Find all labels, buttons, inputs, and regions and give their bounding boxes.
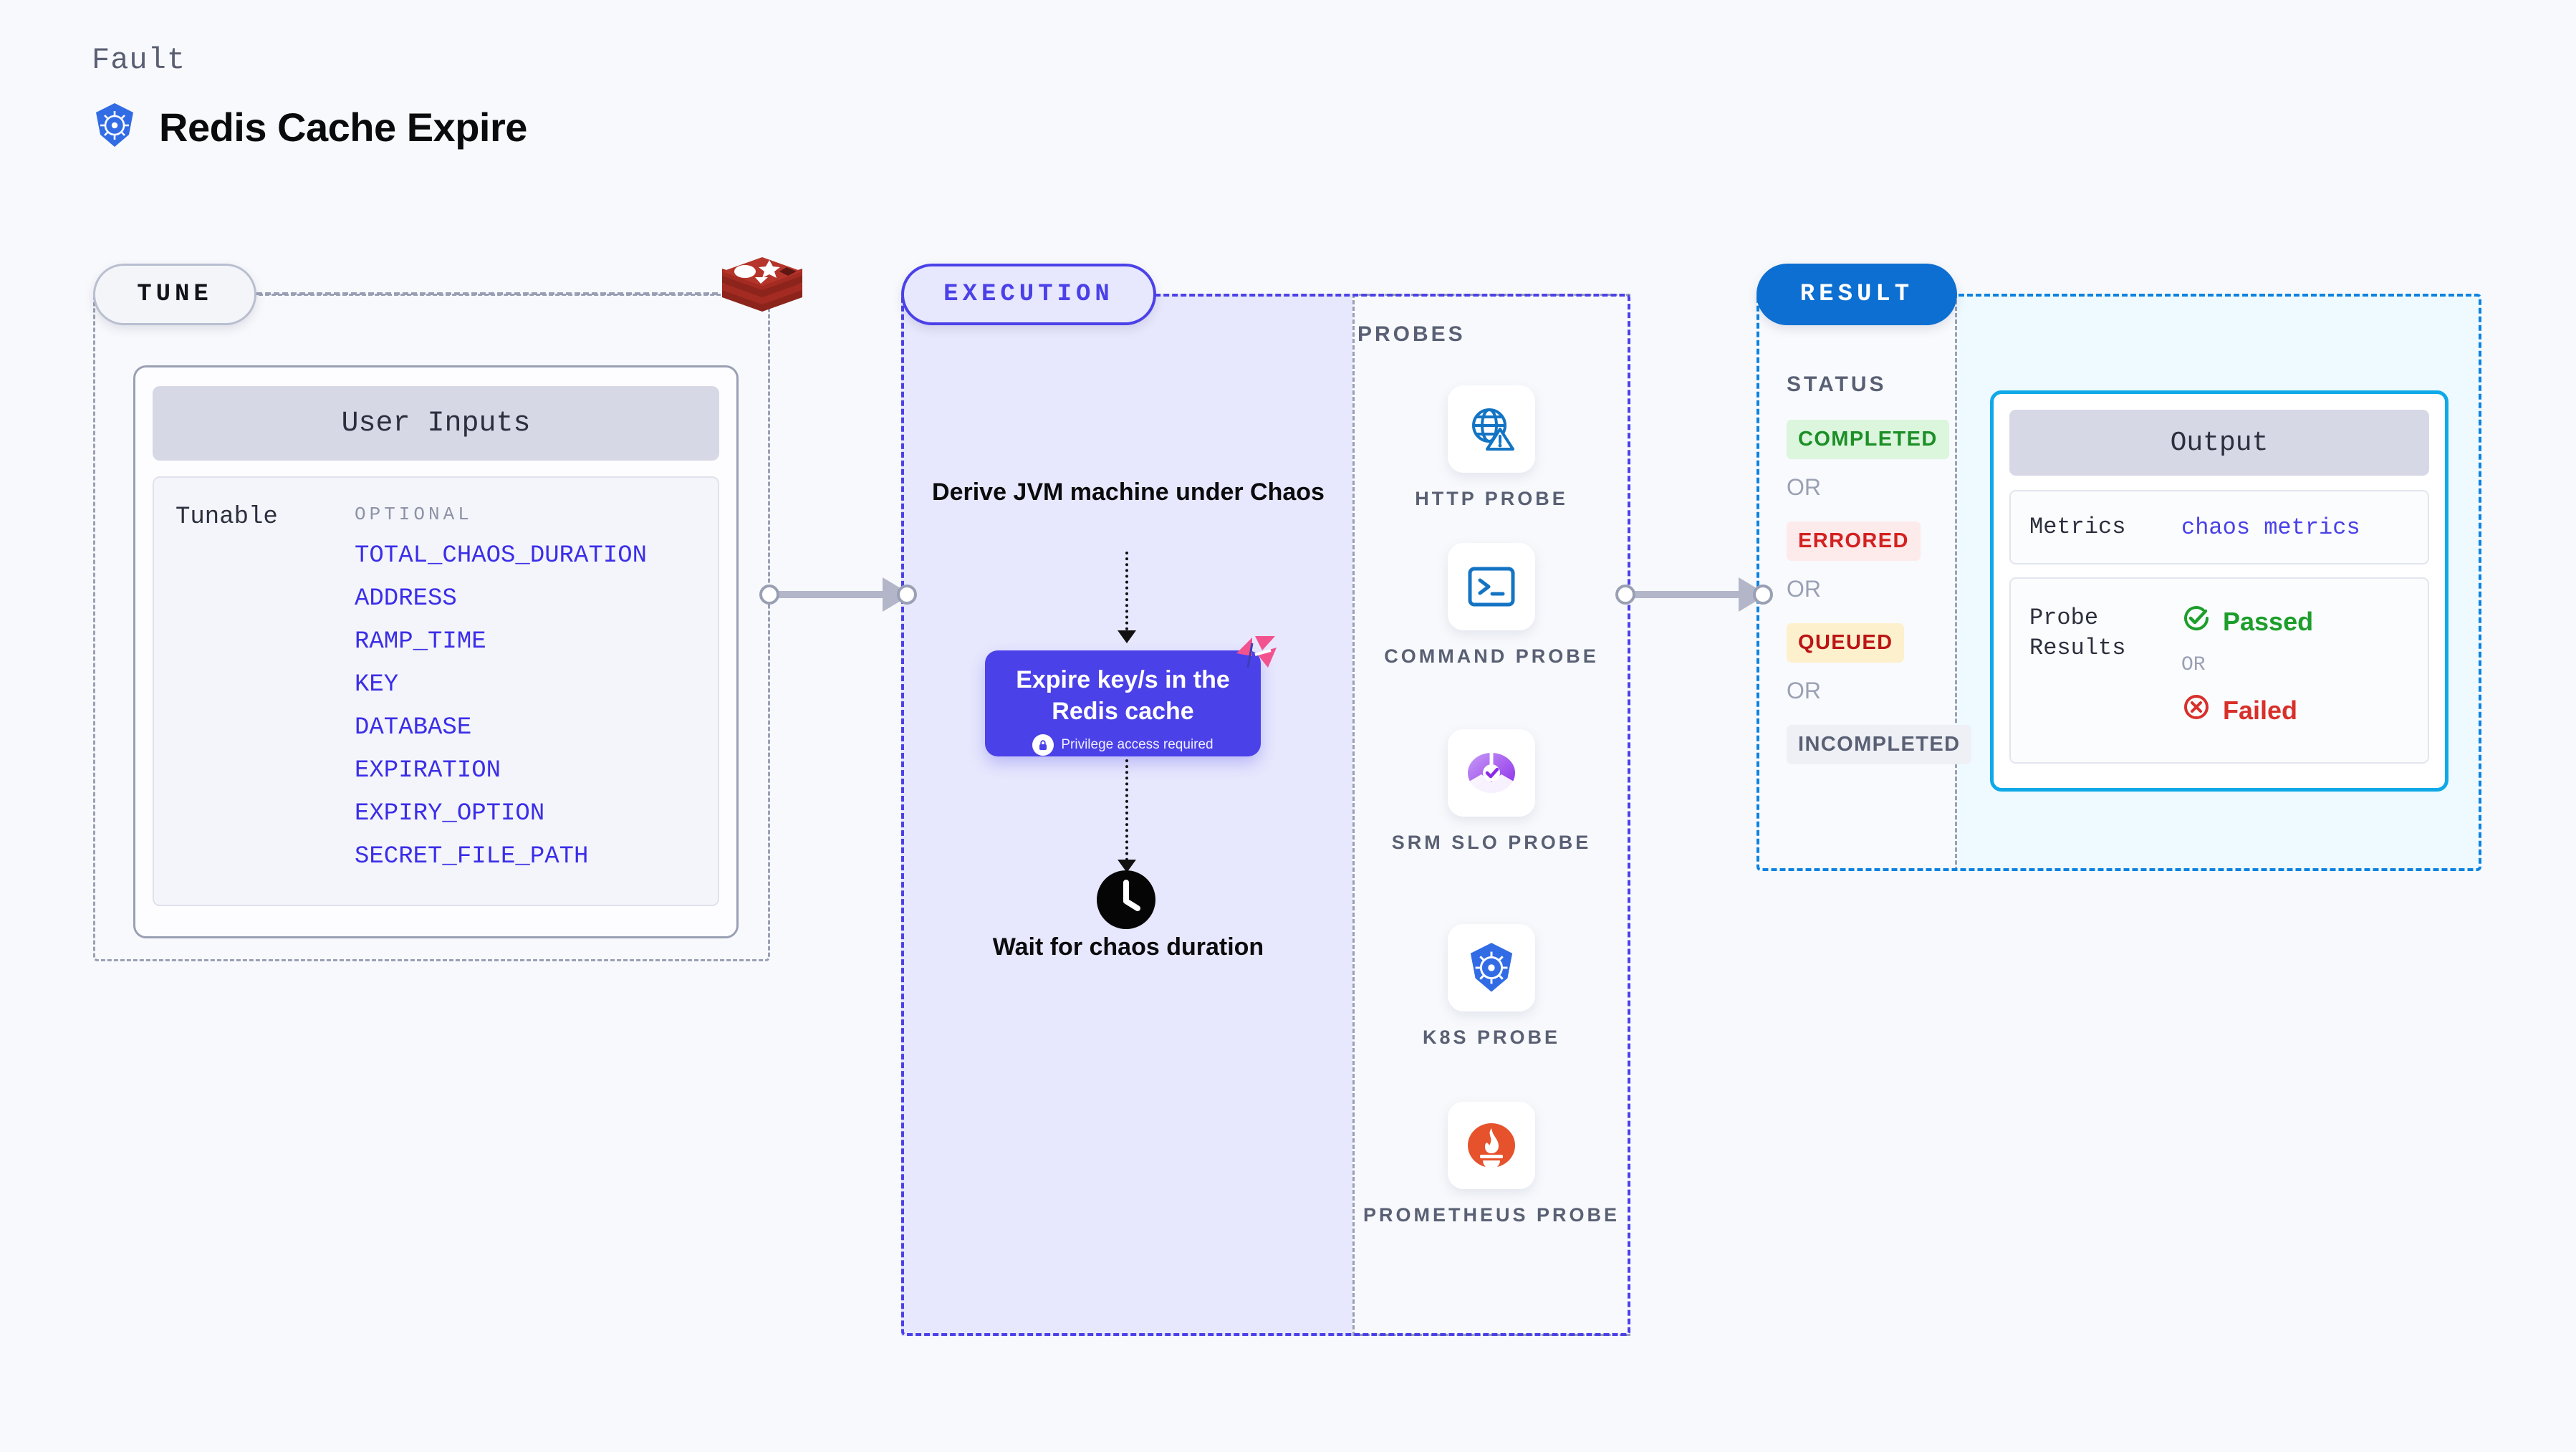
flow-arrowhead-1 xyxy=(1118,630,1136,643)
status-badge-incompleted: INCOMPLETED xyxy=(1787,725,1972,764)
status-title: STATUS xyxy=(1787,372,1887,396)
chaos-action-note: Privilege access required xyxy=(985,734,1261,756)
status-panel-background xyxy=(1756,294,1957,871)
metrics-value[interactable]: chaos metrics xyxy=(2181,514,2360,541)
probe-http-label: HTTP PROBE xyxy=(1415,488,1568,509)
stage-pill-result[interactable]: RESULT xyxy=(1756,264,1957,325)
chaos-action-card[interactable]: Expire key/s in the Redis cache Privileg… xyxy=(985,650,1261,756)
param-ramp-time[interactable]: RAMP_TIME xyxy=(355,628,486,655)
status-or-1: OR xyxy=(1787,474,1821,500)
param-database[interactable]: DATABASE xyxy=(355,714,472,741)
result-failed-label: Failed xyxy=(2223,695,2298,725)
fault-kicker: Fault xyxy=(92,43,186,77)
probes-title: PROBES xyxy=(1357,322,1466,346)
tune-user-inputs-card: User Inputs Tunable OPTIONAL TOTAL_CHAOS… xyxy=(133,365,739,938)
result-or: OR xyxy=(2181,654,2206,676)
user-inputs-header: User Inputs xyxy=(153,386,719,461)
param-secret-file-path[interactable]: SECRET_FILE_PATH xyxy=(355,843,589,870)
status-or-2: OR xyxy=(1787,576,1821,602)
chaos-action-title: Expire key/s in the Redis cache xyxy=(1016,666,1230,725)
tunable-param-list: OPTIONAL TOTAL_CHAOS_DURATION ADDRESS RA… xyxy=(355,504,647,905)
output-header: Output xyxy=(2009,410,2429,476)
tune-logo-link xyxy=(256,292,718,295)
kubernetes-icon xyxy=(1448,924,1535,1011)
prometheus-icon xyxy=(1448,1102,1535,1189)
stage-pill-tune[interactable]: TUNE xyxy=(93,264,256,325)
probe-k8s-label: K8S PROBE xyxy=(1422,1027,1561,1048)
connector-tune-to-execution xyxy=(759,573,917,616)
tunable-box: Tunable OPTIONAL TOTAL_CHAOS_DURATION AD… xyxy=(153,476,719,906)
probe-srm-slo[interactable]: SRM SLO PROBE xyxy=(1352,729,1630,855)
status-or-3: OR xyxy=(1787,678,1821,703)
tunable-label: Tunable xyxy=(176,504,278,531)
probe-http[interactable]: HTTP PROBE xyxy=(1352,385,1630,511)
status-badge-completed: COMPLETED xyxy=(1787,420,1949,459)
probe-results-values: Passed OR Failed xyxy=(2181,603,2313,762)
terminal-icon xyxy=(1448,543,1535,630)
param-address[interactable]: ADDRESS xyxy=(355,585,457,612)
status-badge-queued: QUEUED xyxy=(1787,623,1905,663)
execution-step-derive: Derive JVM machine under Chaos xyxy=(932,479,1325,506)
param-expiry-option[interactable]: EXPIRY_OPTION xyxy=(355,800,545,827)
metrics-key: Metrics xyxy=(2029,514,2126,541)
param-total-chaos-duration[interactable]: TOTAL_CHAOS_DURATION xyxy=(355,542,648,569)
page-header: Fault Redis Cache Expire xyxy=(92,43,527,153)
slo-check-icon xyxy=(1448,729,1535,817)
page-title: Redis Cache Expire xyxy=(159,105,527,150)
x-circle-icon xyxy=(2181,692,2211,729)
execution-step-wait: Wait for chaos duration xyxy=(992,933,1264,961)
flow-arrowhead-2 xyxy=(1118,860,1136,872)
status-badge-errored: ERRORED xyxy=(1787,521,1921,561)
result-passed: Passed xyxy=(2181,603,2313,640)
flow-connector-1 xyxy=(1125,552,1128,636)
redis-logo-icon xyxy=(718,254,807,333)
probe-prometheus-label: PROMETHEUS PROBE xyxy=(1363,1204,1620,1226)
output-metrics-row: Metrics chaos metrics xyxy=(2009,490,2429,564)
globe-warning-icon xyxy=(1448,385,1535,473)
chaos-action-note-text: Privilege access required xyxy=(1061,737,1213,753)
execution-section-border xyxy=(901,294,1630,1336)
probe-command[interactable]: COMMAND PROBE xyxy=(1352,543,1630,669)
flow-connector-2 xyxy=(1125,759,1128,867)
stage-pill-execution[interactable]: EXECUTION xyxy=(901,264,1156,325)
probe-k8s[interactable]: K8S PROBE xyxy=(1352,924,1630,1050)
optional-label: OPTIONAL xyxy=(355,504,473,525)
probe-prometheus[interactable]: PROMETHEUS PROBE xyxy=(1352,1102,1630,1228)
check-circle-icon xyxy=(2181,603,2211,640)
litmus-chaos-icon xyxy=(1231,632,1282,681)
lock-icon xyxy=(1032,734,1054,756)
connector-execution-to-result xyxy=(1615,573,1773,616)
title-row: Redis Cache Expire xyxy=(92,102,527,153)
result-passed-label: Passed xyxy=(2223,606,2314,636)
result-failed: Failed xyxy=(2181,692,2313,729)
probe-command-label: COMMAND PROBE xyxy=(1384,645,1599,667)
param-expiration[interactable]: EXPIRATION xyxy=(355,757,501,784)
kubernetes-icon xyxy=(92,102,138,153)
probe-srm-slo-label: SRM SLO PROBE xyxy=(1391,832,1592,853)
param-key[interactable]: KEY xyxy=(355,671,399,698)
clock-icon xyxy=(1095,868,1158,931)
